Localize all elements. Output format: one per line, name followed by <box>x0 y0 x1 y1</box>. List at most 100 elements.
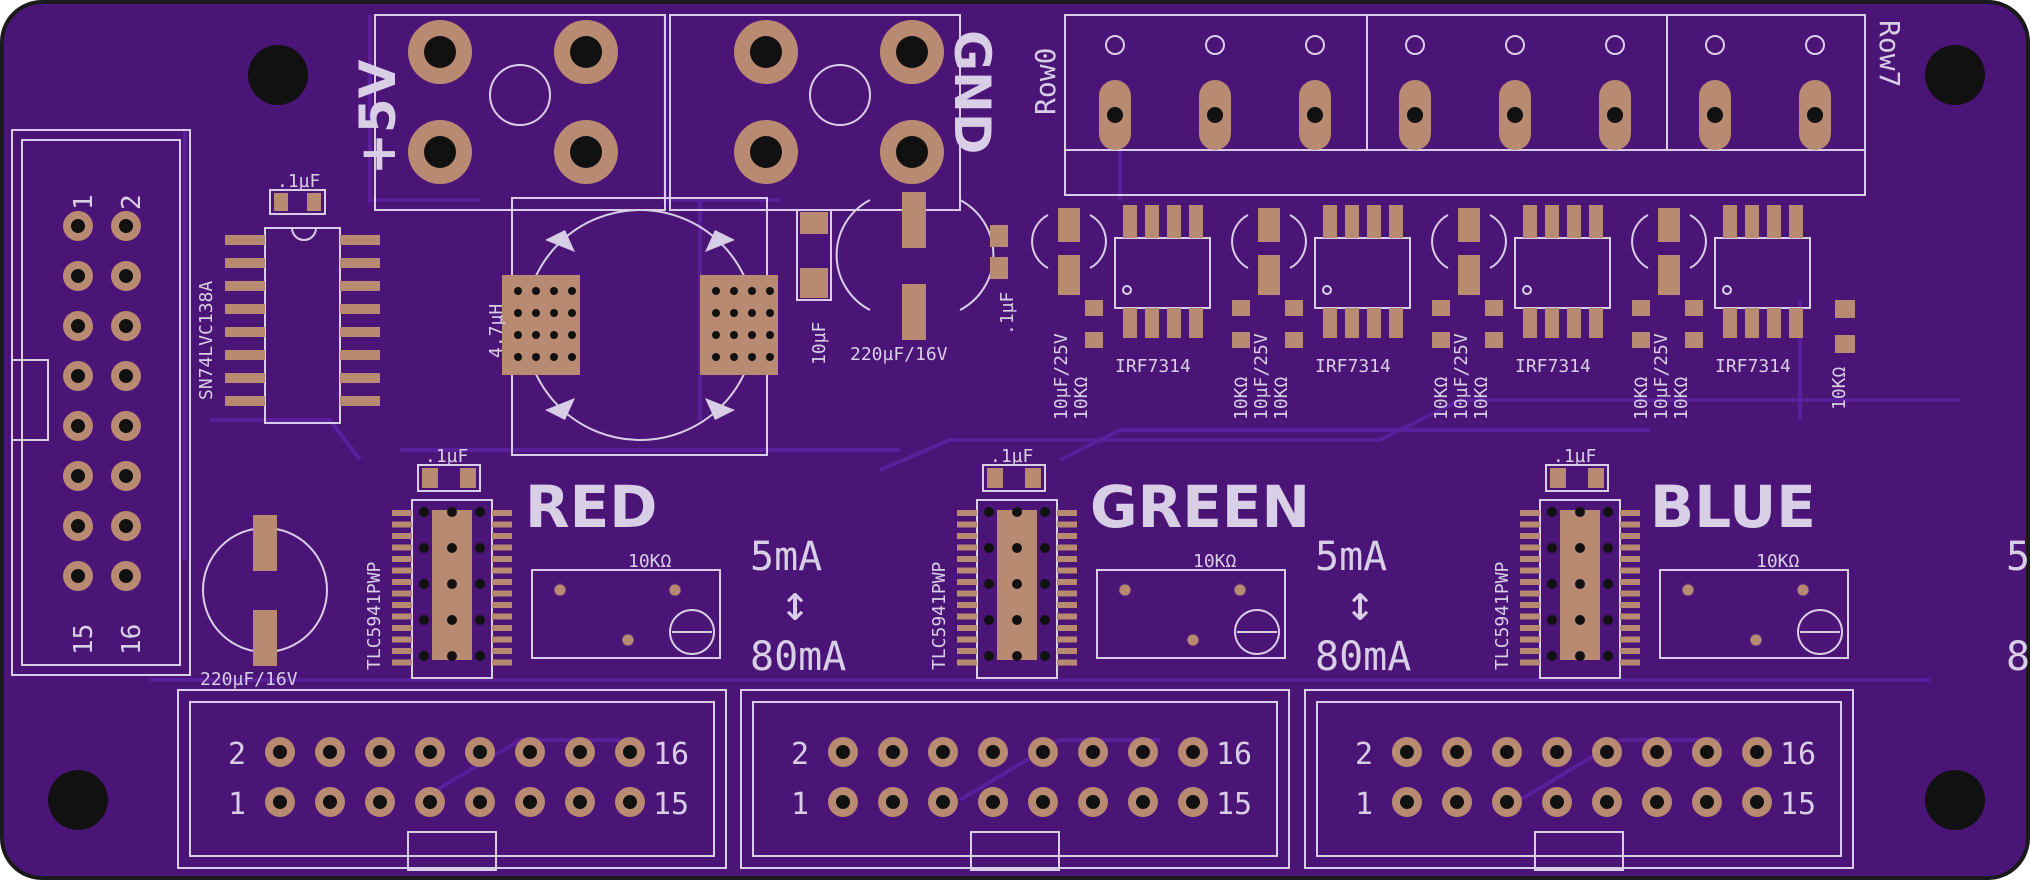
decoder-chip: .1µF SN74LVC138A <box>196 171 380 424</box>
driver-pin <box>492 590 512 597</box>
driver-pin <box>1620 510 1640 516</box>
driver-pin <box>492 613 512 620</box>
input-pin-hole <box>71 219 85 233</box>
decoder-pin <box>225 235 265 245</box>
driver-pin <box>1520 567 1540 574</box>
current-arrow: ↕ <box>780 574 810 632</box>
inductor-via <box>766 309 774 317</box>
driver-pin <box>957 556 977 562</box>
inductor-via <box>532 309 540 317</box>
mosfet-cap-pad <box>1458 208 1480 242</box>
driver-pin <box>1057 613 1077 620</box>
row-pin-marker <box>1205 35 1225 55</box>
mosfet-pin <box>1367 308 1381 338</box>
input-pin-hole <box>71 369 85 383</box>
driver-chip-outline <box>1539 499 1621 679</box>
driver-pin <box>1620 625 1640 631</box>
driver-pin <box>492 636 512 643</box>
current-max-label: 80mA <box>750 634 846 680</box>
mosfet-cap-label: 10µF/25V <box>1051 333 1072 420</box>
cap-220uf-top: 220µF/16V <box>835 192 995 365</box>
inductor-via <box>730 287 738 295</box>
mosfet-pin <box>1167 205 1181 238</box>
input-pin-hole <box>71 569 85 583</box>
decoder-pin <box>225 396 265 406</box>
mosfet-pin <box>1767 205 1781 238</box>
mosfet-cap-pad <box>1258 208 1280 242</box>
inductor-via <box>730 353 738 361</box>
driver-pin <box>1520 659 1540 666</box>
driver-pin <box>1620 648 1640 654</box>
driver-pin <box>492 556 512 562</box>
out-pin15-label: 15 <box>1780 787 1816 822</box>
current-min-label: 5mA <box>750 534 822 580</box>
decoder-pin <box>340 258 380 268</box>
row-pin-hole <box>1507 107 1523 123</box>
mount-hole-tr <box>1925 45 1985 105</box>
inductor-via <box>568 287 576 295</box>
decoder-pin <box>225 373 265 383</box>
mosfet-res-label: 10KΩ <box>1271 376 1292 420</box>
out-pin15-label: 15 <box>1216 787 1252 822</box>
decoder-pin <box>225 304 265 314</box>
channel-title: GREEN <box>1090 473 1310 541</box>
inductor-via <box>550 353 558 361</box>
driver-pin <box>492 579 512 585</box>
row-pin-marker <box>1405 35 1425 55</box>
cap-220uf-left-label: 220µF/16V <box>200 669 298 690</box>
out-pin2-label: 2 <box>791 737 809 772</box>
driver-pin <box>1057 567 1077 574</box>
driver-pin <box>957 602 977 608</box>
driver-pin <box>492 533 512 539</box>
out-pin2-label: 2 <box>1355 737 1373 772</box>
inductor-via <box>766 331 774 339</box>
decoder-pin <box>340 327 380 337</box>
inductor-via <box>712 309 720 317</box>
driver-part-label: TLC5941PWP <box>929 561 950 670</box>
out-pin16-label: 16 <box>1780 737 1816 772</box>
pot-label: 10KΩ <box>1193 551 1237 572</box>
row-pin-marker <box>1105 35 1125 55</box>
out-pin15-label: 15 <box>653 787 689 822</box>
inductor-via <box>514 287 522 295</box>
driver-pin <box>1520 579 1540 585</box>
input-pin-hole <box>71 469 85 483</box>
driver-pin <box>1520 590 1540 597</box>
driver-pin <box>957 579 977 585</box>
inductor-label: 4.7µH <box>486 304 507 358</box>
mosfet-cap-pad <box>1658 255 1680 295</box>
plus5v-label: +5V <box>349 59 407 175</box>
gnd-label: GND <box>943 30 1001 154</box>
input-pin-hole <box>71 319 85 333</box>
input-pin15-label: 15 <box>69 624 99 655</box>
input-pin1-label: 1 <box>69 194 99 210</box>
pot-outline <box>1096 569 1286 659</box>
cap-10uf-label: 10µF <box>809 322 830 365</box>
row0-label: Row0 <box>1029 48 1062 115</box>
inductor-via <box>568 331 576 339</box>
decoder-pin <box>225 350 265 360</box>
driver-pin <box>957 544 977 551</box>
driver-pin <box>1057 556 1077 562</box>
inductor-via <box>550 287 558 295</box>
mosfet-res-pad <box>1085 332 1103 348</box>
driver-pin <box>1057 521 1077 528</box>
driver-pin <box>1620 613 1640 620</box>
driver-pin <box>392 533 412 539</box>
mosfet-res-pad <box>1485 300 1503 316</box>
mosfet-part-label: IRF7314 <box>1115 356 1191 377</box>
driver-pin <box>392 544 412 551</box>
mosfet-pin <box>1523 205 1537 238</box>
mosfet-cap-label: 10µF/25V <box>1651 333 1672 420</box>
inductor-via <box>748 331 756 339</box>
row-pin-hole <box>1107 107 1123 123</box>
driver-cap-label: .1µF <box>1553 446 1596 467</box>
inductor-via <box>730 309 738 317</box>
driver-pin <box>1620 602 1640 608</box>
driver-pin <box>957 521 977 528</box>
